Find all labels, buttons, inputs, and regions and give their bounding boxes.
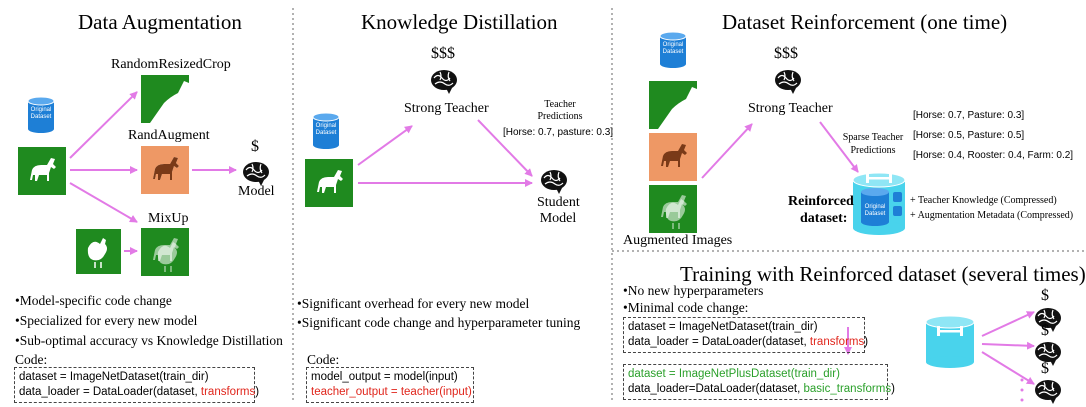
code-line: data_loader = DataLoader(dataset, transf…	[19, 386, 260, 398]
code-line: data_loader=DataLoader(dataset, basic_tr…	[628, 383, 895, 395]
panel-title: Dataset Reinforcement (one time)	[722, 10, 1008, 34]
ellipsis-dot	[1020, 388, 1024, 392]
arrow	[701, 123, 753, 179]
teacher-label: Strong Teacher	[404, 101, 489, 116]
arrow	[981, 341, 1035, 350]
reinforced-database-icon	[925, 315, 975, 368]
bullet: •Specialized for every new model	[15, 313, 198, 328]
cost-label: $	[1041, 360, 1049, 377]
mixup-tile	[141, 228, 189, 276]
panel-title: Training with Reinforced dataset (severa…	[680, 262, 1086, 286]
teacher-label: Strong Teacher	[748, 101, 833, 116]
arrow	[981, 351, 1035, 385]
mixup-tile	[649, 185, 697, 233]
code-label: Code:	[15, 352, 48, 367]
arrow	[69, 91, 138, 159]
predictions-list: [Horse: 0.7, Pasture: 0.3] [Horse: 0.5, …	[913, 110, 1074, 161]
code-line: dataset = ImageNetPlusDataset(train_dir)	[628, 368, 840, 380]
panel-title: Data Augmentation	[78, 10, 242, 34]
arrow	[981, 311, 1035, 337]
aug-label: RandomResizedCrop	[111, 57, 231, 72]
brain-icon	[774, 69, 802, 95]
bullet: •Sub-optimal accuracy vs Knowledge Disti…	[15, 333, 283, 348]
bullet: •No new hyperparameters	[623, 283, 764, 298]
arrow	[477, 119, 533, 177]
reinforced-database-icon	[852, 172, 906, 235]
cost-label: $	[1041, 322, 1049, 339]
arrow	[69, 182, 138, 223]
horse-tile-randaugment	[141, 146, 189, 194]
ellipsis-dot	[1020, 398, 1024, 402]
bullet: •Significant overhead for every new mode…	[297, 296, 530, 311]
code-box: dataset = ImageNetPlusDataset(train_dir)…	[623, 364, 895, 400]
bullet: •Significant code change and hyperparame…	[297, 315, 581, 330]
code-box: dataset = ImageNetDataset(train_dir) dat…	[14, 367, 260, 403]
code-box: dataset = ImageNetDataset(train_dir) dat…	[623, 317, 869, 353]
arrow	[819, 121, 859, 173]
cost-label: $$$	[774, 45, 798, 62]
brain-icon	[430, 69, 458, 95]
code-line: model_output = model(input)	[311, 371, 458, 383]
code-label: Code:	[307, 352, 340, 367]
brain-icon	[242, 161, 270, 187]
predictions-value: [Horse: 0.7, pasture: 0.3]	[503, 127, 614, 138]
model-label: Model	[238, 184, 275, 199]
cost-label: $$$	[431, 45, 455, 62]
brain-icon	[1034, 379, 1062, 405]
arrow	[357, 125, 413, 166]
dumbbell-icon	[866, 174, 892, 183]
reinforced-label: Reinforced dataset:	[788, 194, 854, 226]
rooster-tile	[76, 229, 121, 274]
dumbbell-icon	[937, 326, 963, 336]
augmented-label: Augmented Images	[623, 233, 733, 248]
code-line: data_loader = DataLoader(dataset, transf…	[628, 336, 869, 348]
horse-tile-original	[305, 159, 353, 207]
horse-tile-original	[649, 81, 697, 129]
code-box: model_output = model(input) teacher_outp…	[306, 367, 474, 403]
bullet: •Model-specific code change	[15, 293, 172, 308]
brain-icon	[540, 169, 568, 195]
horse-tile-randaugment	[649, 133, 697, 181]
reinforced-contents: + Teacher Knowledge (Compressed) + Augme…	[910, 195, 1074, 221]
aug-label: RandAugment	[128, 128, 210, 143]
code-line: dataset = ImageNetDataset(train_dir)	[19, 371, 209, 383]
bullet: •Minimal code change:	[623, 300, 749, 315]
cost-label: $	[251, 138, 259, 155]
panel-title: Knowledge Distillation	[361, 10, 558, 34]
ellipsis-dot	[1020, 378, 1024, 382]
aug-label: MixUp	[148, 211, 189, 226]
cost-label: $	[1041, 287, 1049, 304]
horse-tile-original	[18, 147, 66, 195]
code-line: dataset = ImageNetDataset(train_dir)	[628, 321, 818, 333]
code-line: teacher_output = teacher(input)	[311, 386, 472, 398]
horse-tile-crop	[141, 75, 189, 123]
